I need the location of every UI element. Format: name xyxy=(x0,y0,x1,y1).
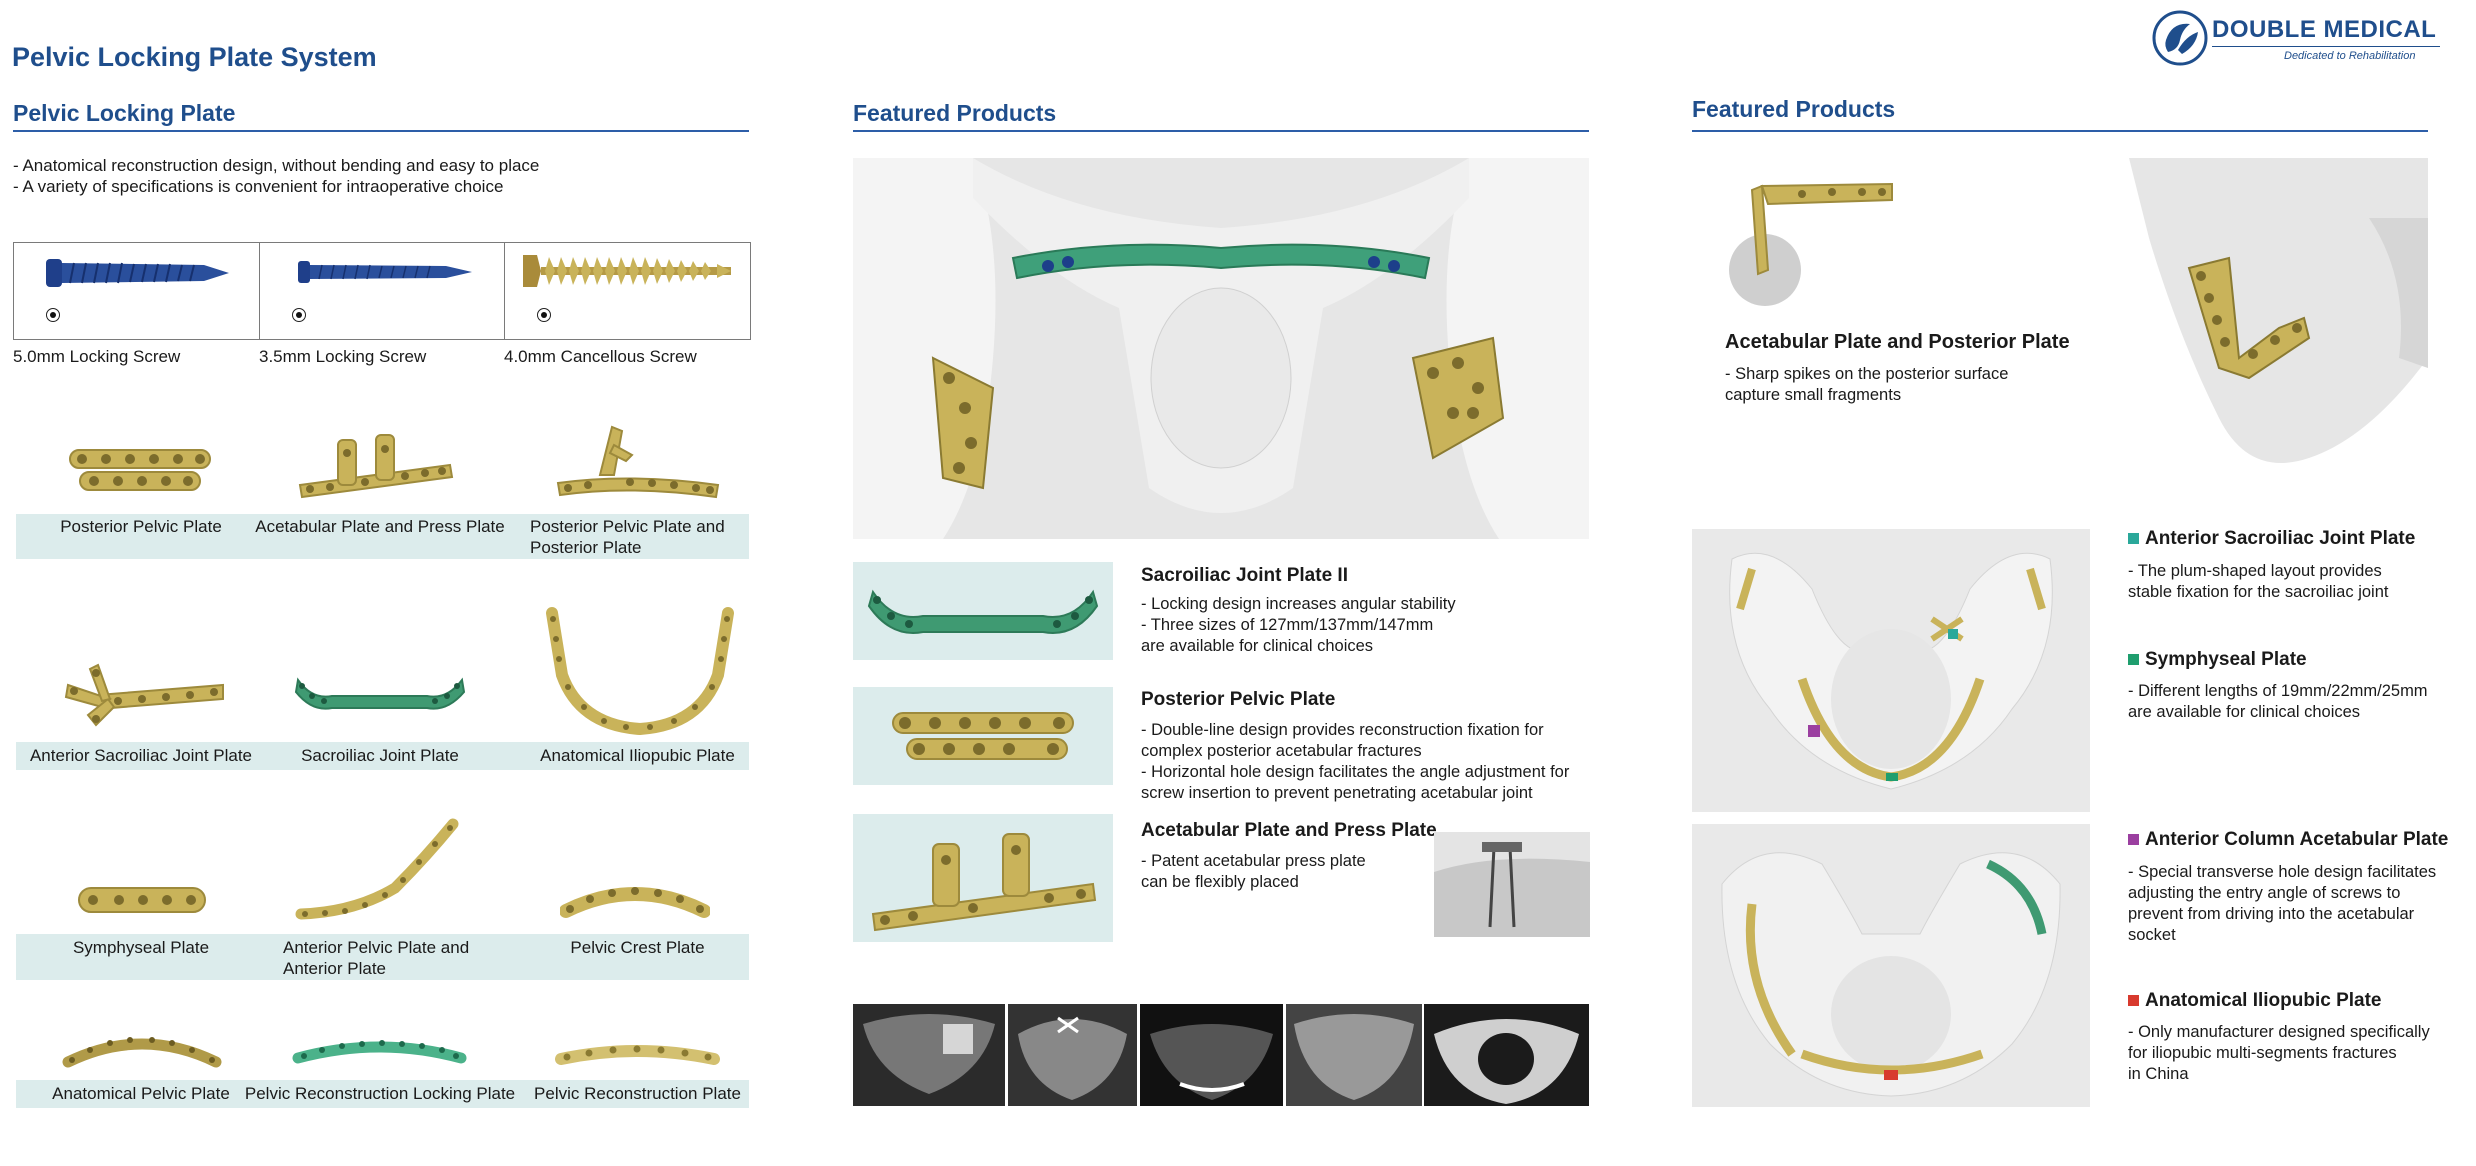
plate-label-band-row4 xyxy=(16,1080,749,1108)
feature-text: - Patent acetabular press plate can be f… xyxy=(1141,852,1366,891)
brand-tagline: Dedicated to Rehabilitation xyxy=(2284,50,2416,62)
acetabular-posterior-plate-image xyxy=(1729,182,1893,306)
plate-label: Posterior Pelvic Plate and Posterior Pla… xyxy=(530,517,725,557)
plate-label: Pelvic Reconstruction Locking Plate xyxy=(244,1084,516,1103)
feature-text: - Sharp spikes on the posterior surface … xyxy=(1725,365,2009,404)
plate-label: Posterior Pelvic Plate xyxy=(60,517,222,536)
feature-text: - Double-line design provides reconstruc… xyxy=(1141,721,1570,802)
posterior-pelvic-plate-image xyxy=(69,449,211,491)
posterior-pelvic-plate-thumbnail-image xyxy=(892,712,1074,760)
logo-emblem-icon xyxy=(2152,10,2208,66)
pelvis-top-view-render xyxy=(1692,529,2090,812)
right-item-text: - Only manufacturer designed specificall… xyxy=(2128,1023,2430,1083)
anatomical-iliopubic-plate-image xyxy=(546,607,734,735)
plate-label: Anterior Sacroiliac Joint Plate xyxy=(29,746,253,765)
plate-label: Pelvic Reconstruction Plate xyxy=(534,1084,741,1103)
right-item-title: Anterior Sacroiliac Joint Plate xyxy=(2128,528,2415,550)
purple-square-icon xyxy=(2128,834,2139,846)
right-item-text: - The plum-shaped layout provides stable… xyxy=(2128,562,2389,601)
screw-label: 4.0mm Cancellous Screw xyxy=(504,347,697,366)
pelvis-front-view-render xyxy=(1692,824,2090,1107)
feature-title: Sacroiliac Joint Plate II xyxy=(1141,565,1348,586)
screw-cell-3-5[interactable] xyxy=(260,243,506,339)
right-section-rule xyxy=(1692,130,2428,132)
plate-label: Anatomical Pelvic Plate xyxy=(52,1084,230,1103)
screw-radio[interactable] xyxy=(46,308,60,322)
symphyseal-plate-image xyxy=(78,887,206,913)
right-section-title: Featured Products xyxy=(1692,96,1896,122)
plate-label-band-row3 xyxy=(16,934,749,980)
left-bullets: - Anatomical reconstruction design, with… xyxy=(13,156,540,196)
brand-name: DOUBLE MEDICAL xyxy=(2212,16,2437,43)
locking-screw-35-icon xyxy=(297,261,472,283)
middle-section-title: Featured Products xyxy=(853,100,1057,126)
press-plate-bone-render xyxy=(1434,832,1590,937)
locking-screw-50-icon xyxy=(46,259,229,287)
plate-label: Pelvic Crest Plate xyxy=(570,938,705,957)
screw-label: 5.0mm Locking Screw xyxy=(13,347,181,366)
feature-title: Posterior Pelvic Plate xyxy=(1141,689,1336,710)
screw-label: 3.5mm Locking Screw xyxy=(259,347,427,366)
pelvis-model-image xyxy=(853,158,1589,539)
plate-label: Anatomical Iliopubic Plate xyxy=(540,746,735,765)
xray-image-3 xyxy=(1140,1004,1283,1106)
sacroiliac-joint-plate-image xyxy=(294,677,466,710)
feature-title: Acetabular Plate and Posterior Plate xyxy=(1725,331,2070,353)
red-square-icon xyxy=(2128,995,2139,1007)
plate-label: Symphyseal Plate xyxy=(72,938,210,957)
ct-render-image xyxy=(1424,1004,1589,1106)
sacroiliac-joint-plate-ii-image xyxy=(867,589,1099,634)
xray-image-1 xyxy=(853,1004,1005,1106)
screw-options xyxy=(13,242,751,340)
acetabular-press-plate-thumbnail-image xyxy=(871,833,1097,932)
pelvic-crest-plate-image xyxy=(560,887,710,918)
pelvis-render-main xyxy=(853,158,1589,539)
posterior-pelvic-and-posterior-plate-image xyxy=(556,425,720,499)
cancellous-screw-icon xyxy=(523,255,732,287)
logo-rule xyxy=(2212,46,2440,47)
left-section-title: Pelvic Locking Plate xyxy=(13,100,236,126)
green-square-icon xyxy=(2128,654,2139,666)
right-item-text: - Special transverse hole design facilit… xyxy=(2128,863,2437,944)
pelvis-top-view-image xyxy=(1729,552,2053,790)
plate-label: Anterior Pelvic Plate and Anterior Plate xyxy=(283,938,470,978)
anterior-pelvic-plate-image xyxy=(295,818,459,920)
posterior-pelvic-plate-thumbnail xyxy=(853,687,1113,785)
screw-cell-5-0[interactable] xyxy=(14,243,260,339)
teal-square-icon xyxy=(2128,533,2139,545)
screw-cell-4-0[interactable] xyxy=(505,243,750,339)
pelvic-reconstruction-locking-plate-image xyxy=(292,1040,467,1064)
brand-logo: DOUBLE MEDICAL Dedicated to Rehabilitati… xyxy=(2152,8,2442,68)
page-title: Pelvic Locking Plate System xyxy=(12,42,377,72)
bone-with-screws-image xyxy=(1434,842,1590,937)
right-item-title: Anterior Column Acetabular Plate xyxy=(2128,829,2448,851)
xray-image-4 xyxy=(1286,1004,1422,1106)
left-section-rule xyxy=(13,130,749,132)
anatomical-pelvic-plate-image xyxy=(62,1037,222,1068)
xray-image-2 xyxy=(1008,1004,1137,1106)
right-item-text: - Different lengths of 19mm/22mm/25mm ar… xyxy=(2128,682,2428,721)
pelvis-front-view-image xyxy=(1721,852,2061,1097)
middle-section-rule xyxy=(853,130,1589,132)
hip-model-image xyxy=(2129,158,2428,463)
right-item-title: Anatomical Iliopubic Plate xyxy=(2128,990,2382,1012)
plate-label-band-row2 xyxy=(16,742,749,770)
plate-label: Sacroiliac Joint Plate xyxy=(301,746,459,765)
acetabular-press-plate-thumbnail xyxy=(853,814,1113,942)
acetabular-press-plate-image xyxy=(298,434,454,499)
anterior-sacroiliac-joint-plate-image xyxy=(64,663,224,727)
right-item-title: Symphyseal Plate xyxy=(2128,649,2307,671)
feature-text: - Locking design increases angular stabi… xyxy=(1141,595,1456,655)
plate-label: Acetabular Plate and Press Plate xyxy=(255,517,505,536)
screw-radio[interactable] xyxy=(291,308,306,322)
screw-radio[interactable] xyxy=(537,308,552,322)
plate-label-band-row1 xyxy=(16,514,749,559)
feature-title: Acetabular Plate and Press Plate xyxy=(1141,820,1437,841)
pelvic-reconstruction-plate-image xyxy=(555,1045,720,1065)
sacroiliac-joint-plate-ii-thumbnail xyxy=(853,562,1113,660)
hip-render xyxy=(2129,158,2428,494)
